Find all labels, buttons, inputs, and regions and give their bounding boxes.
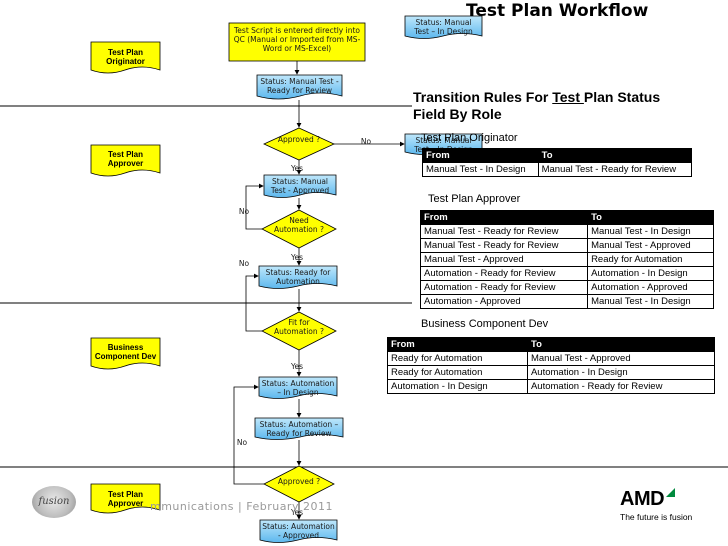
to-cell: Automation - In Design xyxy=(526,365,716,380)
yes-label-2: Yes xyxy=(290,253,304,262)
no-label-2: No xyxy=(238,207,250,216)
from-cell: Manual Test - In Design xyxy=(422,162,539,177)
to-cell: Automation - In Design xyxy=(587,266,714,281)
fusion-logo: fusion xyxy=(32,486,76,518)
role-label-approver-2: Test Plan Approver xyxy=(107,490,144,508)
from-cell: Ready for Automation xyxy=(387,365,528,380)
no-label-3: No xyxy=(238,259,250,268)
from-cell: Automation - Ready for Review xyxy=(419,266,589,281)
footer-text: mmunications | February 2011 xyxy=(150,500,333,513)
col-to: To xyxy=(526,337,716,352)
amd-logo: AMD xyxy=(620,488,676,511)
role-box-approver-2 xyxy=(90,483,161,514)
status-flag-auto-approved xyxy=(259,519,338,543)
to-cell: Manual Test - Approved xyxy=(526,351,716,366)
from-cell: Ready for Automation xyxy=(387,351,528,366)
col-from: From xyxy=(422,148,539,163)
bcd-table-label: Business Component Dev xyxy=(421,318,549,330)
yes-label-3: Yes xyxy=(290,362,304,371)
decision-approved-2-text: Approved ? xyxy=(277,477,321,486)
role-box-approver xyxy=(90,144,161,177)
to-cell: Manual Test - Ready for Review xyxy=(537,162,693,177)
col-from: From xyxy=(419,210,589,225)
no-label-1: No xyxy=(360,137,372,146)
role-box-bcd xyxy=(90,337,161,370)
from-cell: Manual Test - Ready for Review xyxy=(419,238,589,253)
start-box-text: Test Script is entered directly into QC … xyxy=(233,26,361,53)
start-box xyxy=(228,22,366,62)
status-top-text: Status: Manual Test – In Design xyxy=(414,18,473,36)
from-cell: Manual Test - Approved xyxy=(419,252,589,267)
col-from: From xyxy=(387,337,528,352)
status-auto-approved-text: Status: Automation - Approved xyxy=(262,522,335,540)
decision-need-auto-text: Need Automation ? xyxy=(273,216,325,234)
role-label-originator: Test Plan Originator xyxy=(106,48,145,66)
from-cell: Manual Test - Ready for Review xyxy=(419,224,589,239)
approver-table-label: Test Plan Approver xyxy=(428,193,521,205)
to-cell: Automation - Ready for Review xyxy=(526,379,716,394)
to-cell: Manual Test - In Design xyxy=(587,294,714,309)
amd-logo-text: AMD xyxy=(620,488,665,510)
originator-table-label: Test Plan Originator xyxy=(421,132,518,144)
role-box-originator xyxy=(90,41,161,74)
to-cell: Automation - Approved xyxy=(587,280,714,295)
status-ready-review-text: Status: Manual Test - Ready for Review xyxy=(260,77,339,95)
col-to: To xyxy=(587,210,714,225)
decision-approved-1 xyxy=(263,127,335,161)
role-label-bcd: Business Component Dev xyxy=(94,343,157,361)
page-title: Test Plan Workflow xyxy=(466,1,649,21)
status-flag-ready-review xyxy=(256,74,343,100)
to-cell: Manual Test - Approved xyxy=(587,238,714,253)
status-flag-top xyxy=(404,15,483,39)
from-cell: Automation - Approved xyxy=(419,294,589,309)
status-flag-ready-auto xyxy=(258,265,338,289)
to-cell: Manual Test - In Design xyxy=(587,224,714,239)
col-to: To xyxy=(537,148,693,163)
yes-label-1: Yes xyxy=(290,164,304,173)
role-label-approver: Test Plan Approver xyxy=(107,150,144,168)
no-label-4: No xyxy=(236,438,248,447)
status-auto-design-text: Status: Automation – In Design xyxy=(261,379,335,397)
from-cell: Automation - In Design xyxy=(387,379,528,394)
status-approved-text: Status: Manual Test - Approved xyxy=(270,177,330,195)
amd-arrow-icon xyxy=(666,488,676,497)
decision-approved-1-text: Approved ? xyxy=(277,135,321,144)
yes-label-4: Yes xyxy=(290,508,304,517)
from-cell: Automation - Ready for Review xyxy=(419,280,589,295)
transition-heading: Transition Rules For Test Plan Status Fi… xyxy=(413,89,661,122)
status-flag-auto-review xyxy=(254,417,344,440)
to-cell: Ready for Automation xyxy=(587,252,714,267)
status-auto-review-text: Status: Automation – Ready for Review xyxy=(259,420,339,438)
amd-tagline: The future is fusion xyxy=(620,512,693,522)
status-ready-auto-text: Status: Ready for Automation xyxy=(265,268,331,286)
status-flag-auto-design xyxy=(258,376,338,399)
status-flag-approved xyxy=(263,174,337,198)
decision-fit-auto-text: Fit for Automation ? xyxy=(273,318,325,336)
